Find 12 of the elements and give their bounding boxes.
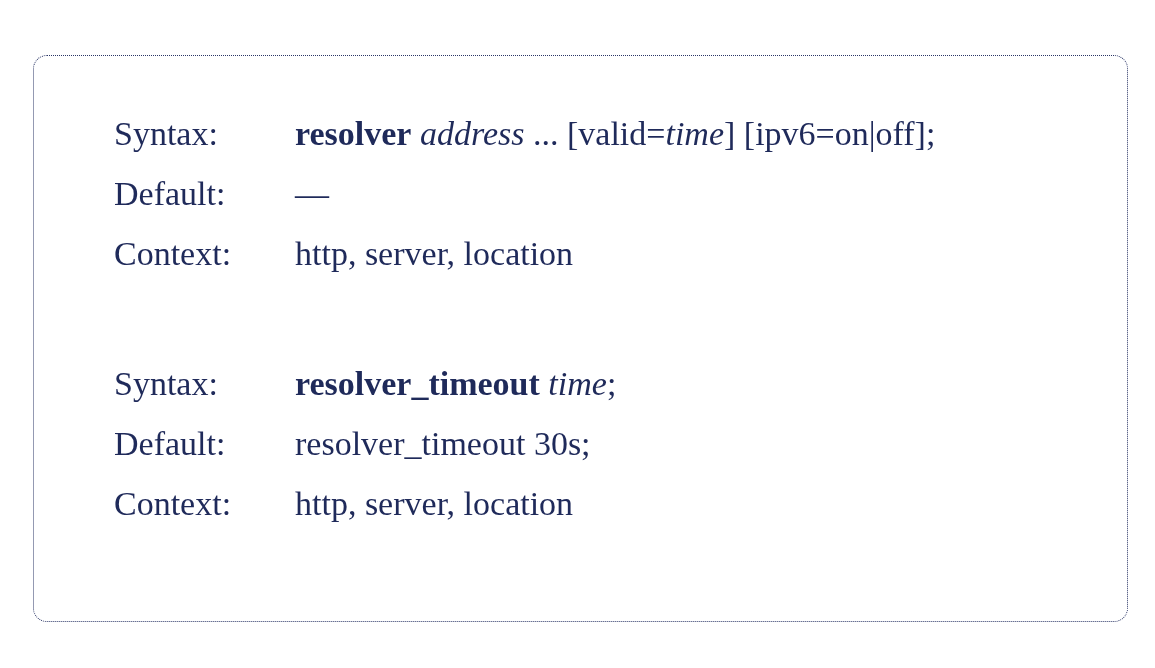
field-label: Syntax:: [114, 364, 218, 404]
field-label: Context:: [114, 234, 232, 274]
field-label: Default:: [114, 174, 226, 214]
field-label: Default:: [114, 424, 226, 464]
field-value: —: [295, 174, 329, 214]
field-value: http, server, location: [295, 484, 574, 524]
field-value: http, server, location: [295, 234, 574, 274]
field-label: Syntax:: [114, 114, 218, 154]
field-value: resolver_timeout time;: [295, 364, 617, 404]
field-value: resolver_timeout 30s;: [295, 424, 591, 464]
field-value: resolver address ... [valid=time] [ipv6=on|off];: [295, 114, 936, 154]
field-label: Context:: [114, 484, 232, 524]
